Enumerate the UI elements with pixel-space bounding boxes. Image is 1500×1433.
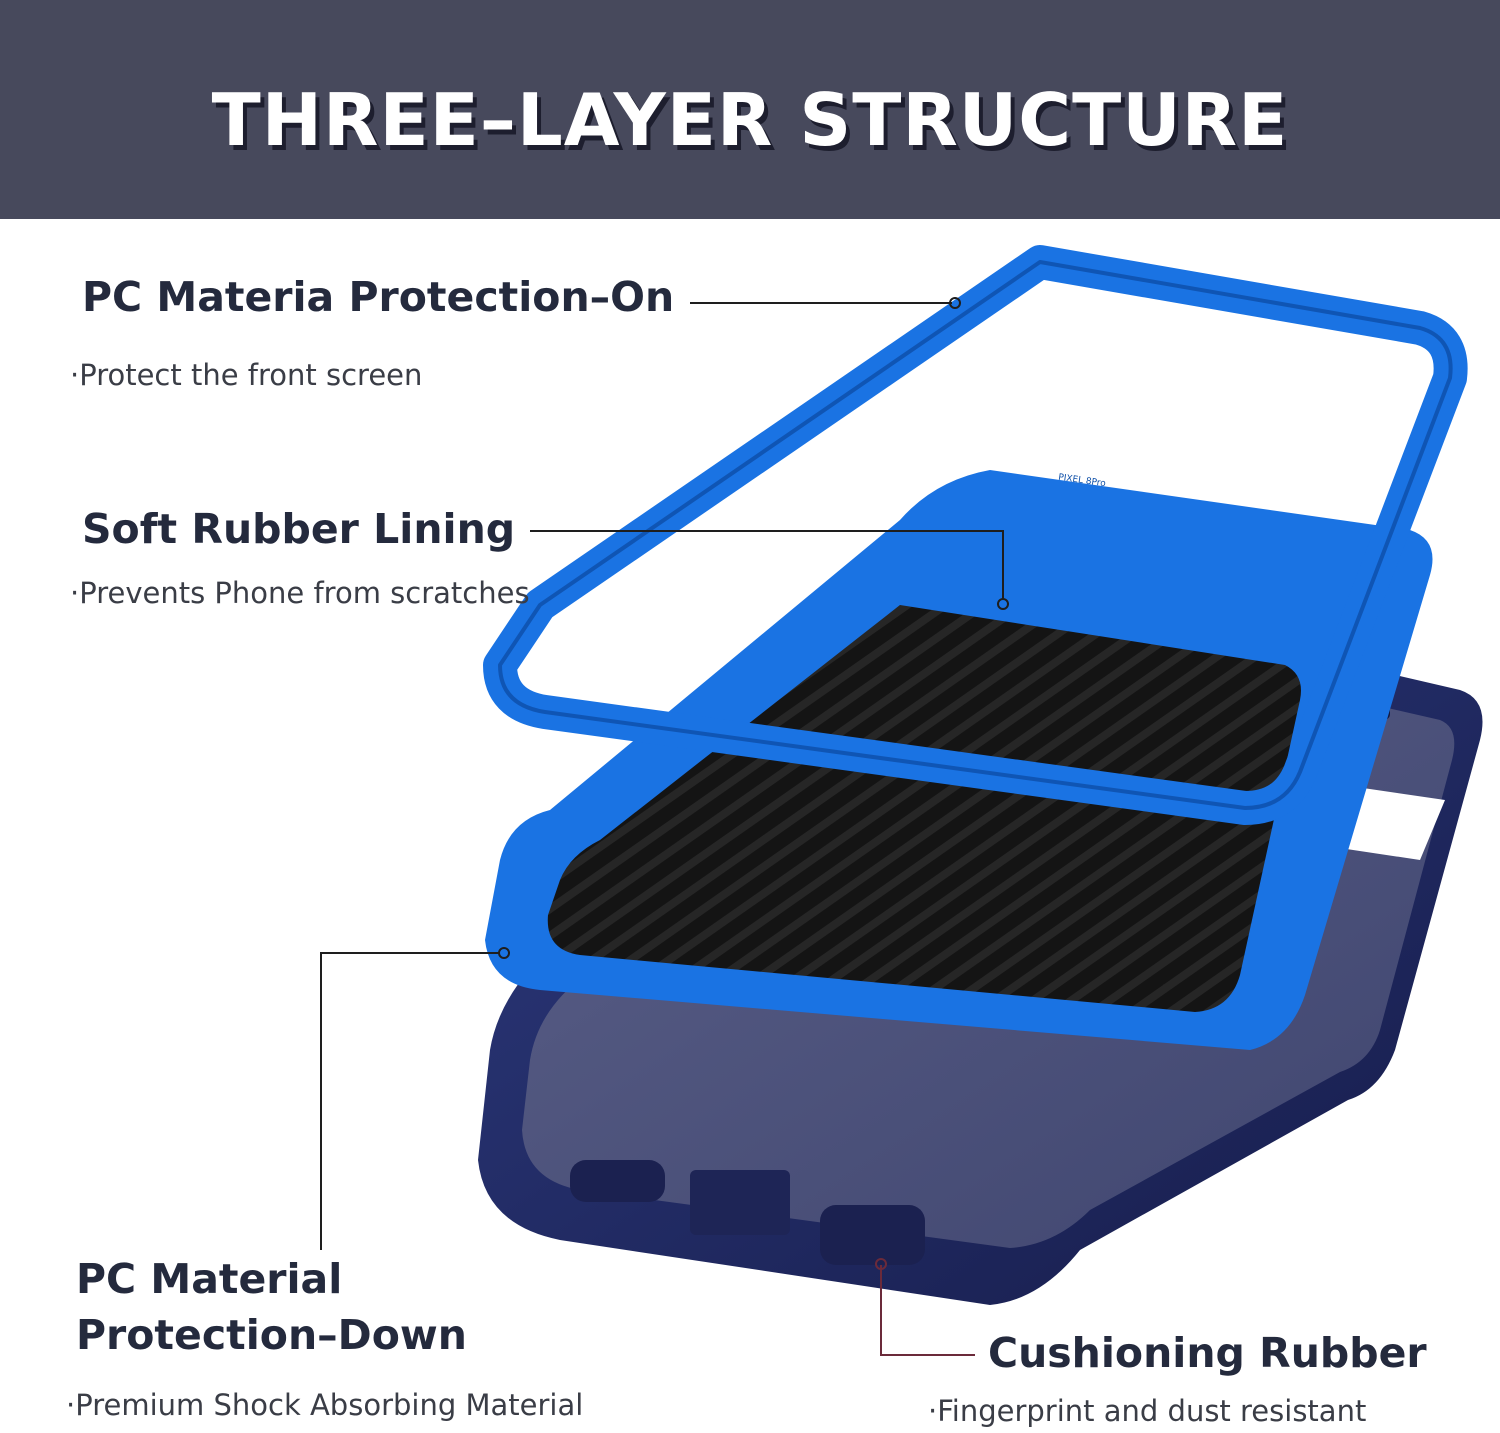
callout-top-frame-title: PC Materia Protection–On <box>82 273 675 321</box>
callout-bottom-shell-title-line2: Protection–Down <box>76 1311 467 1359</box>
leader-line-lining <box>530 530 1004 600</box>
leader-line-bottom-shell <box>320 952 500 1250</box>
header-banner <box>0 0 1500 219</box>
callout-lining-subtitle: ·Prevents Phone from scratches <box>70 576 530 610</box>
top-frame-layer <box>483 245 1468 825</box>
leader-dot-bottom-shell <box>498 947 510 959</box>
leader-lines <box>320 297 1009 1356</box>
leader-line-cushioning <box>880 1265 975 1356</box>
callout-bottom-shell-subtitle: ·Premium Shock Absorbing Material <box>66 1388 584 1422</box>
callout-lining-title: Soft Rubber Lining <box>82 505 516 553</box>
leader-dot-cushioning <box>875 1258 887 1270</box>
leader-dot-lining <box>997 598 1009 610</box>
page-title: THREE–LAYER STRUCTURE <box>211 78 1289 162</box>
callout-bottom-shell-title-line1: PC Material <box>76 1255 343 1303</box>
callout-cushioning-subtitle: ·Fingerprint and dust resistant <box>928 1394 1367 1428</box>
callout-top-frame-subtitle: ·Protect the front screen <box>70 358 423 392</box>
leader-dot-top-frame <box>949 297 961 309</box>
callout-cushioning-title: Cushioning Rubber <box>988 1329 1427 1377</box>
